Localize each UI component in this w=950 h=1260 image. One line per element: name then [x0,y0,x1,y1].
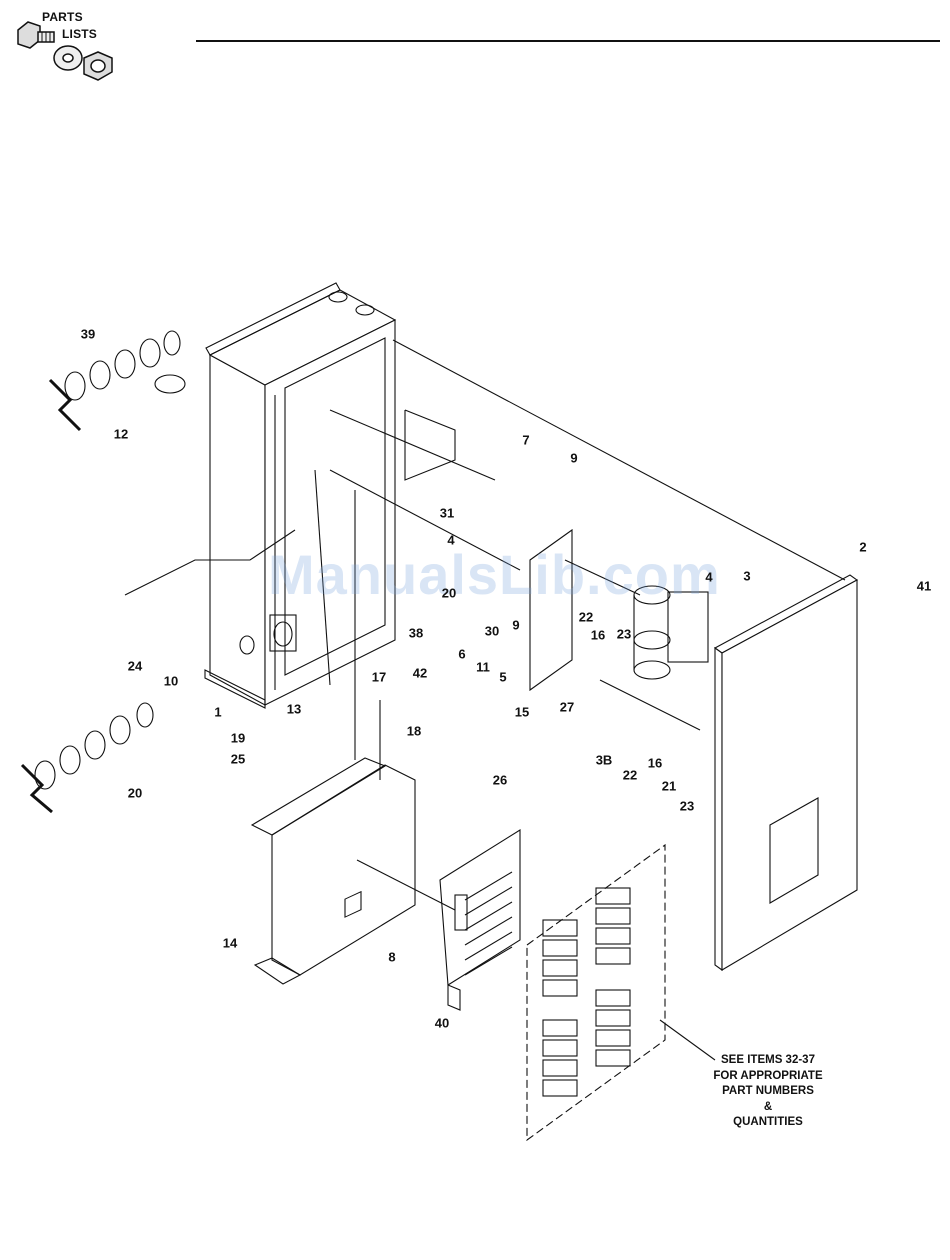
callout-18: 18 [407,725,421,738]
callout-27: 27 [560,701,574,714]
callout-22a: 22 [579,611,593,624]
callout-38: 38 [409,627,423,640]
callout-5: 5 [499,671,506,684]
callout-40: 40 [435,1017,449,1030]
callout-42: 42 [413,667,427,680]
callout-20b: 20 [442,587,456,600]
knockout-plug [155,375,185,393]
watermark: ManualsLib.com [268,542,721,607]
callout-4a: 4 [447,534,454,547]
callout-11: 11 [476,661,490,674]
callout-16a: 16 [591,629,605,642]
callout-15: 15 [515,706,529,719]
callout-23a: 23 [617,628,631,641]
enclosure-box [205,283,395,708]
callout-25: 25 [231,753,245,766]
callout-13: 13 [287,703,301,716]
breaker-group [527,845,665,1140]
callout-16b: 16 [648,757,662,770]
callout-10: 10 [164,675,178,688]
note-line-4: & [698,1100,838,1116]
note-line-5: QUANTITIES [698,1115,838,1131]
note-line-1: SEE ITEMS 32-37 [698,1053,838,1069]
callout-17: 17 [372,671,386,684]
callout-12: 12 [114,428,128,441]
callout-21: 21 [662,780,676,793]
callout-41: 41 [917,580,931,593]
callout-30: 30 [485,625,499,638]
callout-19: 19 [231,732,245,745]
callout-3: 3 [743,570,750,583]
conduit-upper [50,331,180,430]
callout-14: 14 [223,937,237,950]
breaker-board [440,830,520,1010]
note-line-2: FOR APPROPRIATE [698,1069,838,1085]
callout-23b: 23 [680,800,694,813]
note-line-3: PART NUMBERS [698,1084,838,1100]
callout-31: 31 [440,507,454,520]
callout-3b: 3B [596,754,613,767]
breaker-reference-note: SEE ITEMS 32-37 FOR APPROPRIATE PART NUM… [698,1053,838,1131]
callout-22b: 22 [623,769,637,782]
callout-2: 2 [859,541,866,554]
callout-1: 1 [214,706,221,719]
callout-9b: 9 [512,619,519,632]
callout-24: 24 [128,660,142,673]
callout-8: 8 [388,951,395,964]
callout-4b: 4 [705,571,712,584]
callout-9a: 9 [570,452,577,465]
callout-26: 26 [493,774,507,787]
callout-7: 7 [522,434,529,447]
callout-39: 39 [81,328,95,341]
callout-20: 20 [128,787,142,800]
callout-6: 6 [458,648,465,661]
door-panel [715,575,857,970]
